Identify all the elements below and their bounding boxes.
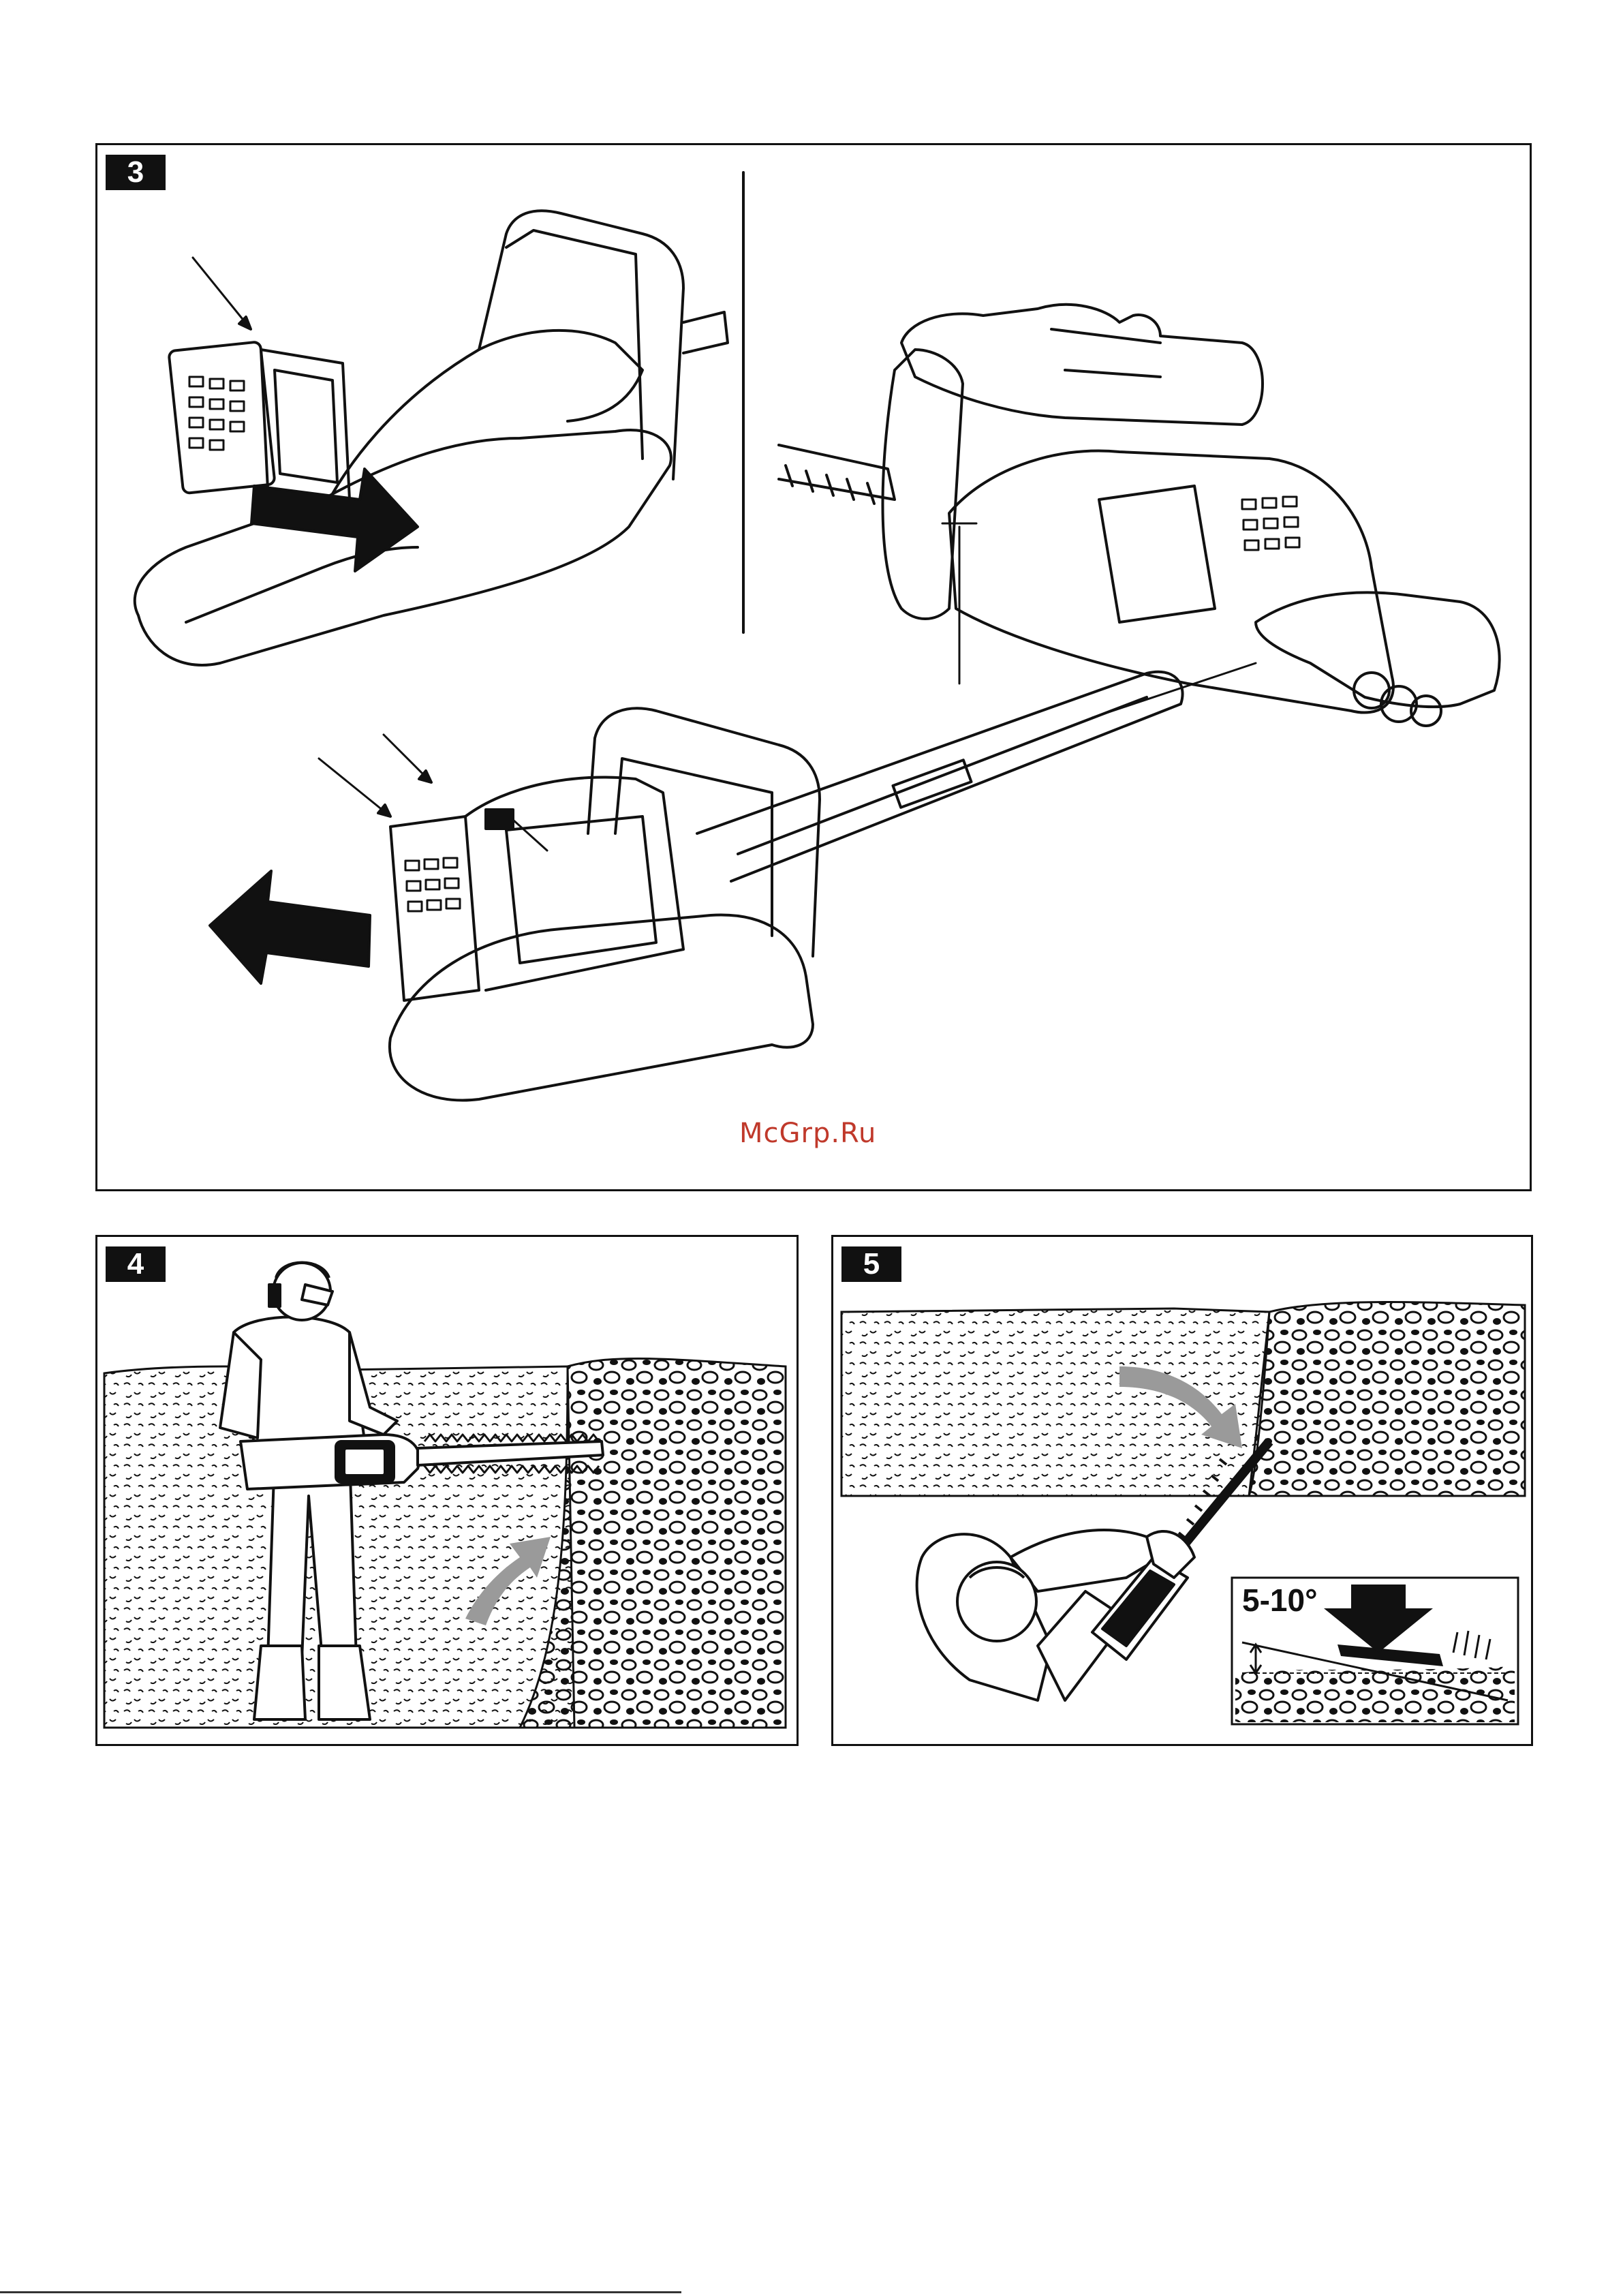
- battery-release-button: [486, 810, 513, 829]
- figure-4-panel: 4: [95, 1235, 799, 1746]
- trimmer-remove-battery: [319, 672, 1183, 1101]
- remove-arrow: [210, 871, 370, 983]
- footer-rule: [0, 2291, 681, 2293]
- figure-5-panel: 5: [831, 1235, 1533, 1746]
- watermark-text: McGrp.Ru: [739, 1118, 876, 1149]
- angle-range-label: 5-10°: [1242, 1582, 1317, 1619]
- battery-pack: [168, 341, 275, 493]
- hedge-untrimmed-top: [1249, 1302, 1525, 1496]
- figure-5-illustration: [833, 1237, 1535, 1748]
- figure-4-illustration: [97, 1237, 801, 1748]
- trimmer-insert-battery: [135, 211, 728, 665]
- figure-3-illustration: [97, 145, 1534, 1193]
- battery-leader-line: [193, 258, 251, 329]
- insert-arrow: [251, 469, 418, 571]
- person-helmet-top: [957, 1562, 1036, 1641]
- trimmer-hands-on-handles: [779, 305, 1500, 726]
- figure-3-panel: 3: [95, 143, 1532, 1191]
